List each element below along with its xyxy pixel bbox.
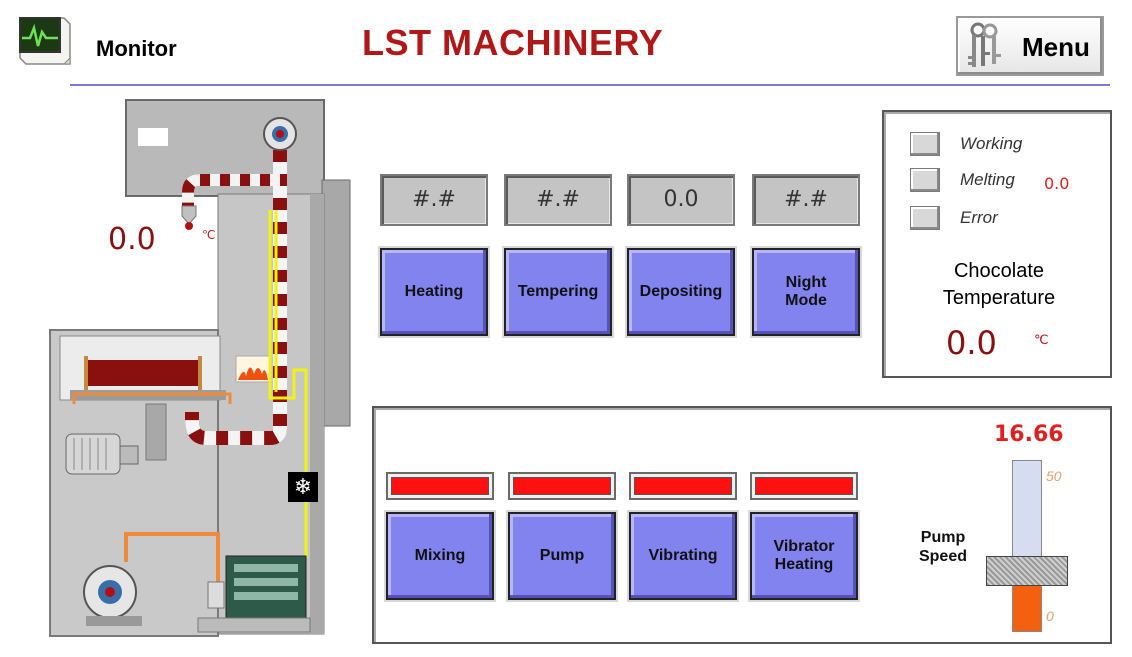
vibrator-heating-button-label-line1: Vibrator: [773, 538, 835, 555]
chocolate-temperature-unit: ℃: [1034, 332, 1049, 347]
tempering-button-label: Tempering: [517, 283, 599, 300]
vibrator-heating-button[interactable]: Vibrator Heating: [750, 512, 858, 600]
status-panel: Working Melting 0.0 Error Chocolate Temp…: [882, 110, 1112, 378]
night-mode-button-label-line1: Night: [785, 274, 827, 291]
pump-speed-slider-handle[interactable]: [986, 556, 1068, 586]
keys-icon: [964, 22, 1004, 72]
pump-speed-label-line1: Pump: [920, 529, 966, 546]
melting-indicator: [910, 168, 940, 192]
night-mode-value-display: #.#: [752, 174, 860, 226]
pump-scale-max: 50: [1046, 468, 1062, 484]
page-title: LST MACHINERY: [362, 22, 664, 63]
depositing-button-label: Depositing: [639, 283, 723, 300]
vibrating-status-led: [629, 472, 737, 500]
error-label: Error: [960, 208, 998, 227]
menu-label: Menu: [1022, 32, 1090, 62]
heating-value-display: #.#: [380, 174, 488, 226]
tempering-button[interactable]: Tempering: [504, 248, 612, 336]
machine-temperature-unit: ℃: [202, 228, 216, 242]
tempering-value-display: #.#: [504, 174, 612, 226]
error-indicator: [910, 206, 940, 230]
vibrator-heating-button-label-line2: Heating: [774, 556, 834, 573]
header-divider: [70, 84, 1110, 86]
machine-temperature-value: 0.0: [108, 222, 156, 257]
pump-scale-min: 0: [1046, 608, 1054, 624]
machine-illustration: ❄: [48, 98, 358, 638]
pump-speed-value: 16.66: [994, 422, 1064, 447]
mixing-button[interactable]: Mixing: [386, 512, 494, 600]
pump-speed-label-line2: Speed: [918, 548, 967, 565]
mixing-button-label: Mixing: [414, 547, 466, 564]
chocolate-temperature-title-line2: Temperature: [942, 287, 1056, 309]
vibrator-heating-status-led: [750, 472, 858, 500]
chocolate-temperature-value: 0.0: [946, 324, 997, 362]
function-panel: [372, 406, 1112, 644]
pump-button-label: Pump: [539, 547, 585, 564]
night-mode-button[interactable]: Night Mode: [752, 248, 860, 336]
melting-label: Melting: [960, 170, 1015, 189]
working-label: Working: [960, 134, 1023, 153]
pump-button[interactable]: Pump: [508, 512, 616, 600]
depositing-button[interactable]: Depositing: [627, 248, 735, 336]
melting-value: 0.0: [1044, 174, 1070, 193]
monitor-label: Monitor: [96, 36, 177, 61]
night-mode-button-label-line2: Mode: [785, 292, 827, 309]
pump-status-led: [508, 472, 616, 500]
menu-button[interactable]: Menu: [956, 16, 1104, 76]
monitor-icon[interactable]: [14, 10, 76, 72]
vibrating-button[interactable]: Vibrating: [629, 512, 737, 600]
depositing-value-display: 0.0: [627, 174, 735, 226]
pump-speed-label: Pump Speed: [906, 528, 980, 566]
heating-button[interactable]: Heating: [380, 248, 488, 336]
working-indicator: [910, 132, 940, 156]
chocolate-temperature-title-line1: Chocolate: [953, 260, 1045, 282]
heating-button-label: Heating: [404, 283, 464, 300]
vibrating-button-label: Vibrating: [648, 547, 718, 564]
mixing-status-led: [386, 472, 494, 500]
svg-text:❄: ❄: [294, 475, 312, 500]
